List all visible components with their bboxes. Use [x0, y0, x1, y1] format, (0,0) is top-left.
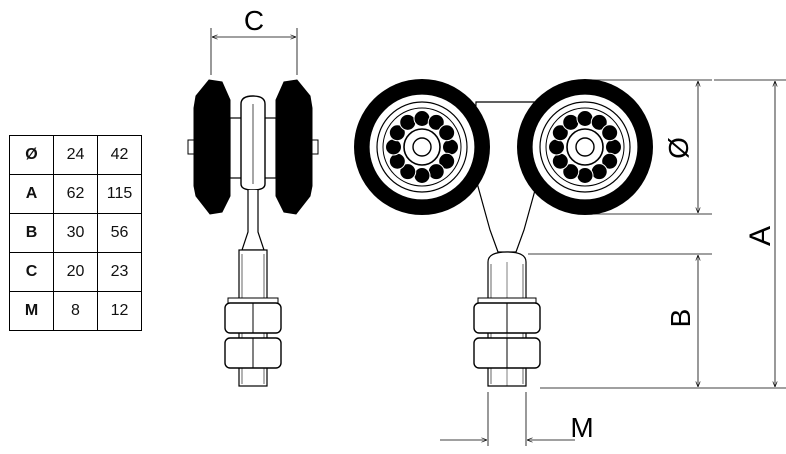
label-b: B — [665, 309, 696, 328]
dimension-diameter: Ø — [585, 79, 712, 215]
label-a: A — [744, 226, 777, 246]
bearing-ball — [385, 138, 402, 156]
bearing-ball — [551, 124, 569, 142]
dimension-a: A — [540, 79, 786, 389]
row-key: M — [9, 291, 54, 331]
bearing-ball — [605, 138, 622, 156]
front-nut-bottom — [473, 337, 541, 369]
row-large-value: 56 — [97, 213, 142, 253]
bearing-ball — [562, 163, 580, 181]
axle-end-left — [187, 139, 195, 155]
left-wheel — [193, 79, 231, 215]
bearing-ball — [551, 152, 569, 170]
front-washer — [477, 297, 537, 304]
right-wheel — [275, 79, 313, 215]
row-small-value: 62 — [53, 174, 98, 214]
row-large-value: 23 — [97, 252, 142, 292]
bearing-ball — [399, 163, 417, 181]
bearing-ball — [427, 113, 445, 131]
label-c: C — [244, 5, 264, 36]
front-wheel-left — [354, 79, 490, 215]
bearing-ball — [427, 163, 445, 181]
dimension-c: C — [210, 5, 298, 75]
front-view — [354, 79, 653, 387]
bearing-ball — [590, 113, 608, 131]
bearing-ball — [388, 124, 406, 142]
bearing-ball — [388, 152, 406, 170]
bearing-ball — [438, 124, 456, 142]
row-key: Ø — [9, 135, 54, 175]
label-m: M — [570, 412, 593, 443]
row-small-value: 30 — [53, 213, 98, 253]
bearing-ball — [399, 113, 417, 131]
washer — [227, 297, 279, 304]
bearing-ball — [413, 110, 431, 127]
row-key: B — [9, 213, 54, 253]
row-small-value: 20 — [53, 252, 98, 292]
dimension-b: B — [528, 253, 712, 387]
table-row: Ø 24 42 — [9, 135, 142, 175]
bearing-ball — [601, 124, 619, 142]
bearing-ball — [590, 163, 608, 181]
bearing-ball — [548, 138, 565, 156]
row-large-value: 12 — [97, 291, 142, 331]
dimension-m: M — [440, 392, 594, 446]
table-row: B 30 56 — [9, 213, 142, 253]
nut-bottom — [224, 337, 282, 369]
nut-top — [224, 302, 282, 334]
bearing-ball — [413, 167, 431, 184]
bearing-ball — [601, 152, 619, 170]
bearing-ball — [438, 152, 456, 170]
row-key: A — [9, 174, 54, 214]
label-diameter: Ø — [663, 137, 694, 159]
bearing-ball — [576, 110, 594, 127]
stem — [241, 190, 265, 251]
axle-end-right — [311, 139, 319, 155]
front-nut-top — [473, 302, 541, 334]
front-wheel-right — [517, 79, 653, 215]
bearing-ball — [562, 113, 580, 131]
table-row: A 62 115 — [9, 174, 142, 214]
bearing-ball — [576, 167, 594, 184]
side-view: C — [187, 5, 319, 387]
row-small-value: 24 — [53, 135, 98, 175]
bearing-ball — [442, 138, 459, 156]
table-row: M 8 12 — [9, 291, 142, 331]
table-row: C 20 23 — [9, 252, 142, 292]
spec-table: Ø 24 42 A 62 115 B 30 56 C 20 23 M 8 12 — [9, 135, 142, 331]
row-large-value: 115 — [97, 174, 142, 214]
